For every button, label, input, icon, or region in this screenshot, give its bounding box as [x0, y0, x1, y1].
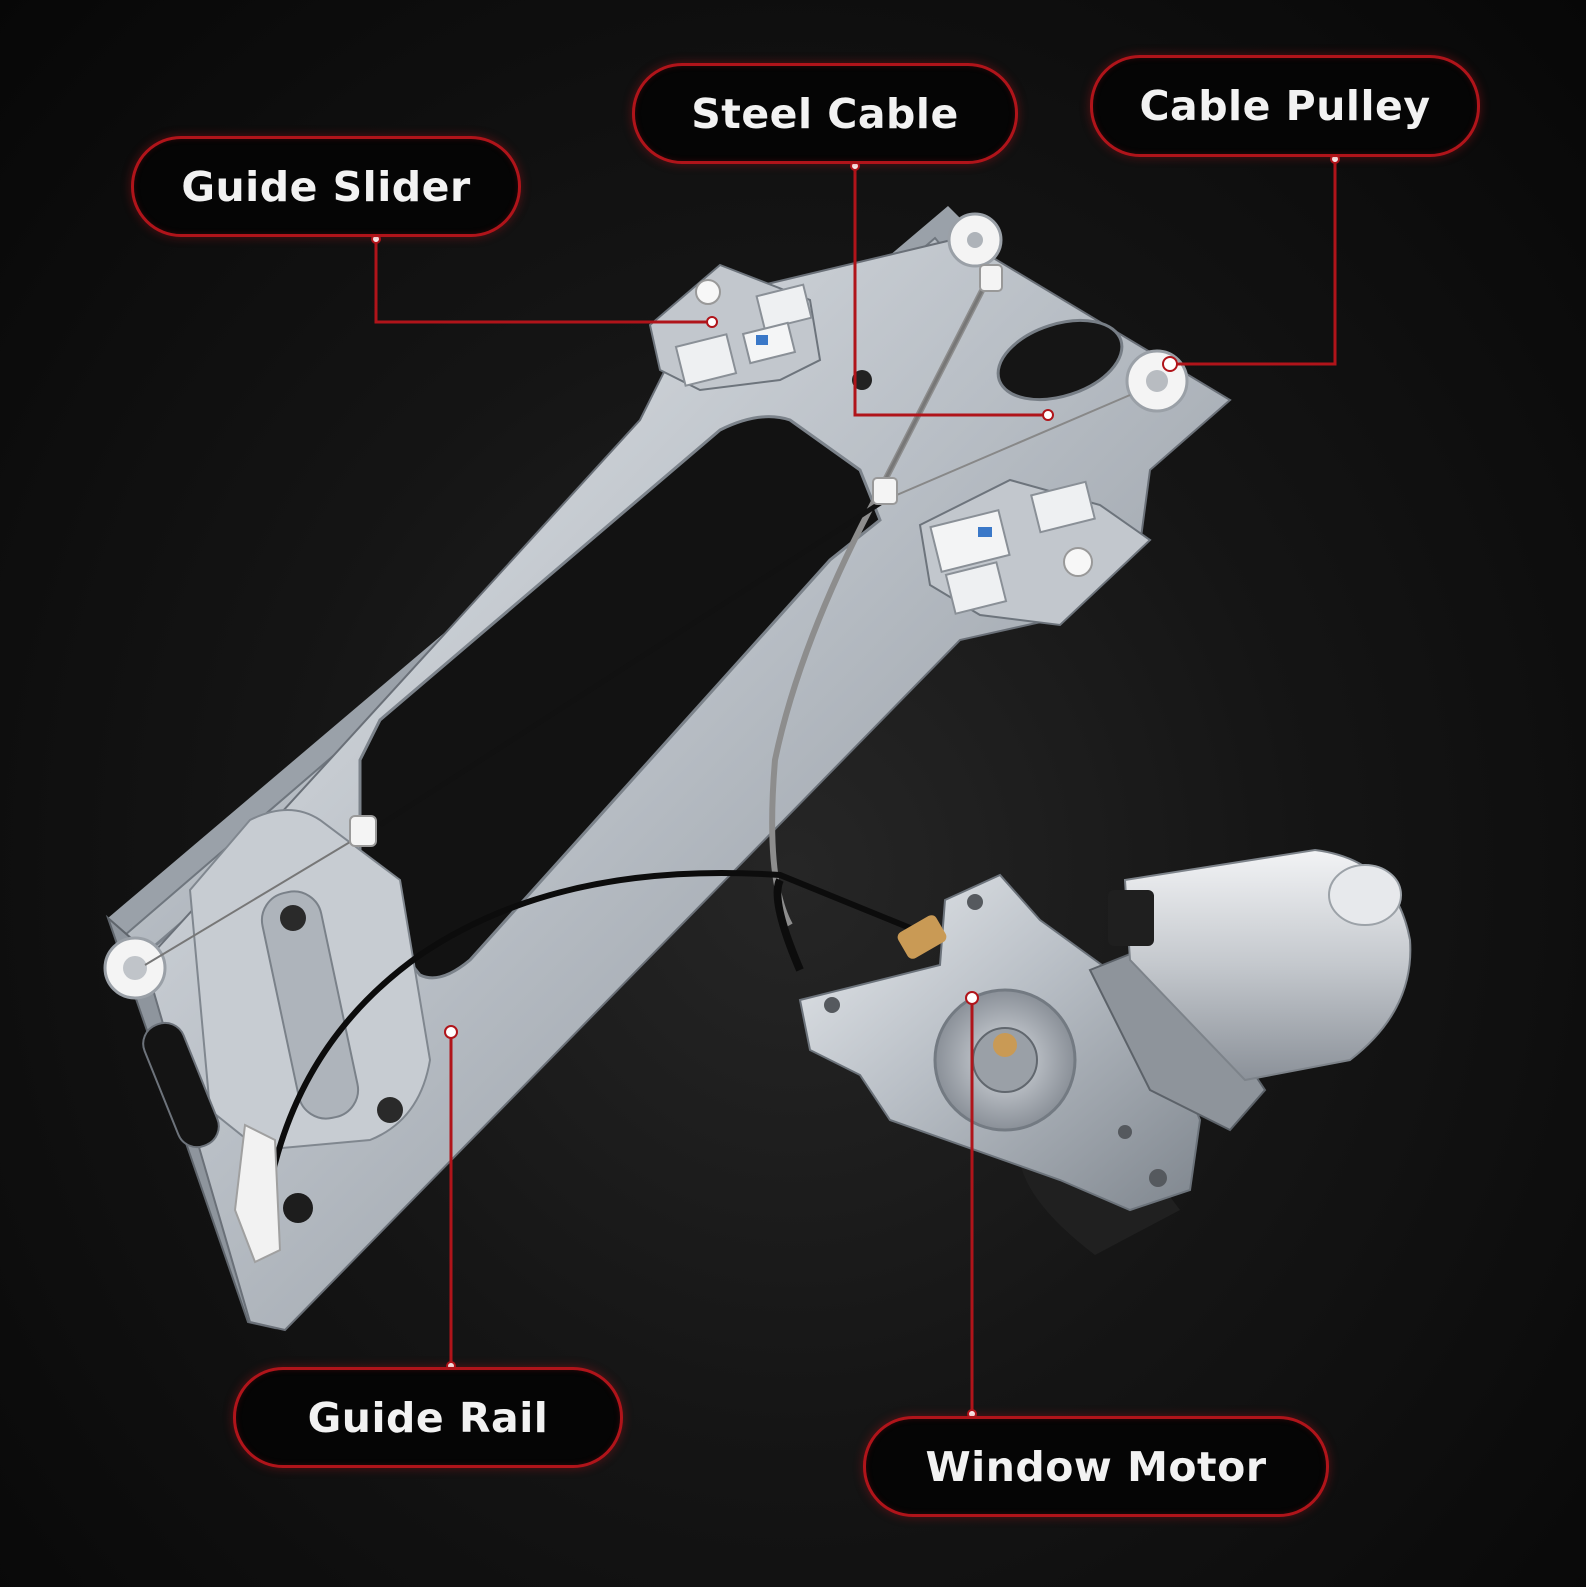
callout-steel-cable: Steel Cable — [632, 63, 1018, 164]
callout-guide-slider: Guide Slider — [131, 136, 521, 237]
cable-pulley-bottom — [103, 936, 167, 1000]
callout-guide-rail: Guide Rail — [233, 1367, 623, 1468]
callout-cable-pulley: Cable Pulley — [1090, 55, 1480, 157]
cable-pulley-top — [947, 212, 1003, 268]
callout-window-motor: Window Motor — [863, 1416, 1329, 1517]
callout-leaders — [374, 159, 1337, 1414]
steel-cables — [144, 264, 1131, 1264]
leader-steel-cable — [853, 166, 1048, 417]
leader-guide-slider — [374, 239, 712, 324]
leader-cable-pulley — [1170, 159, 1337, 366]
cable-pulley-right — [1125, 349, 1189, 413]
guide-slider-upper — [648, 263, 822, 392]
window-motor — [798, 848, 1412, 1255]
guide-slider-lower — [918, 478, 1152, 627]
